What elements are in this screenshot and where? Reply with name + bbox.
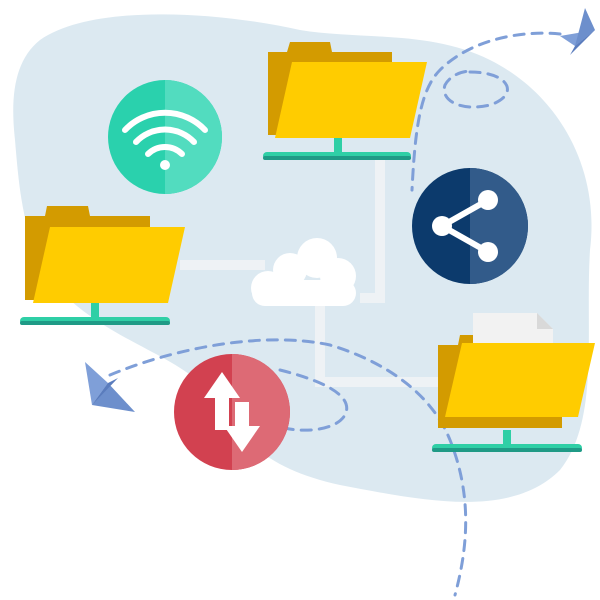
folder-icon xyxy=(432,313,595,452)
share-icon xyxy=(412,168,528,284)
trail-bottom xyxy=(108,338,468,597)
folder-icon xyxy=(263,42,427,160)
connector-top-folder xyxy=(360,158,385,303)
wifi-icon xyxy=(108,80,222,194)
paper-plane-icon xyxy=(560,8,595,55)
transfer-arrows-icon xyxy=(174,354,290,470)
trail-top-right xyxy=(410,31,562,192)
dashed-trails xyxy=(108,31,562,597)
trail-loop-top xyxy=(442,69,509,109)
folder-icon xyxy=(20,206,185,325)
paper-plane-icon xyxy=(85,362,135,412)
cloud-icon xyxy=(251,238,356,306)
trail-loop-bottom xyxy=(278,368,349,432)
